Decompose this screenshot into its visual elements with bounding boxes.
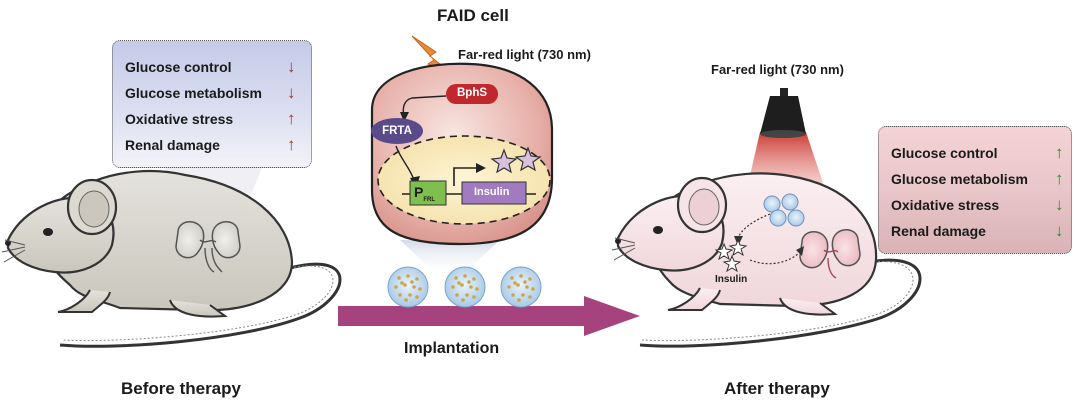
insulin-gene-label: Insulin [474, 186, 510, 198]
effect-row: Glucose control [125, 59, 232, 75]
implanted-capsule-icon [781, 193, 799, 211]
faid-cell [370, 35, 554, 268]
nucleus [377, 135, 551, 225]
eye-right [653, 226, 663, 234]
before-therapy-label: Before therapy [121, 379, 241, 398]
capsule-icon [444, 266, 486, 308]
after-therapy-label: After therapy [724, 379, 830, 398]
kidney-right-1 [799, 231, 829, 269]
tail-right [639, 258, 922, 348]
cell-light-label: Far-red light (730 nm) [458, 47, 591, 62]
effect-row: Glucose metabolism [891, 171, 1028, 187]
frta-pill [371, 118, 423, 144]
down-arrow-icon: ↓ [287, 83, 296, 102]
up-arrow-icon: ↑ [1055, 143, 1064, 162]
implanted-capsule-icon [787, 209, 805, 227]
effect-row: Glucose control [891, 145, 998, 161]
promoter-label: PFRL [414, 184, 436, 203]
effect-row: Oxidative stress [891, 197, 1000, 213]
insulin-star-icon [514, 146, 542, 172]
tail-left [59, 262, 342, 348]
bphs-pill [446, 84, 498, 104]
down-arrow-icon: ↓ [1055, 221, 1064, 240]
effect-row: Renal damage [125, 137, 220, 153]
capsules [387, 266, 542, 308]
down-arrow-icon: ↓ [287, 57, 296, 76]
kidney-left-1 [175, 221, 205, 259]
up-arrow-icon: ↑ [1055, 169, 1064, 188]
kidney-right-2 [831, 229, 861, 267]
insulin-mouse-label: Insulin [715, 274, 748, 285]
capsule-icon [387, 266, 429, 308]
eye-left [43, 228, 53, 236]
insulin-star-icon [490, 148, 518, 174]
frta-label: FRTA [382, 125, 412, 137]
effect-row: Renal damage [891, 223, 986, 239]
implantation-arrow [338, 296, 640, 336]
faid-cell-title: FAID cell [437, 6, 509, 25]
up-arrow-icon: ↑ [287, 109, 296, 128]
after-effects-box: Glucose control ↑ Glucose metabolism ↑ Oxida… [878, 126, 1072, 254]
implanted-capsule-icon [769, 209, 787, 227]
callout-cone-cell [400, 240, 500, 268]
insulin-star-icon [728, 238, 748, 257]
capsule-icon [500, 266, 542, 308]
insulin-gene-box [461, 181, 527, 205]
effect-row: Glucose metabolism [125, 85, 262, 101]
effect-row: Oxidative stress [125, 111, 234, 127]
promoter-subscript: FRL [423, 196, 436, 203]
lamp-icon [760, 96, 806, 134]
insulin-star-icon [722, 254, 742, 273]
down-arrow-icon: ↓ [1055, 195, 1064, 214]
bphs-label: BphS [456, 87, 488, 99]
up-arrow-icon: ↑ [287, 135, 296, 154]
right-light-label: Far-red light (730 nm) [711, 62, 844, 77]
mouse-before [1, 168, 342, 348]
promoter-box [409, 180, 447, 206]
insulin-star-icon [714, 242, 734, 261]
implantation-label: Implantation [404, 340, 500, 357]
mouse-after [611, 172, 922, 348]
before-effects-box: Glucose control ↓ Glucose metabolism ↓ Oxida… [112, 40, 312, 168]
